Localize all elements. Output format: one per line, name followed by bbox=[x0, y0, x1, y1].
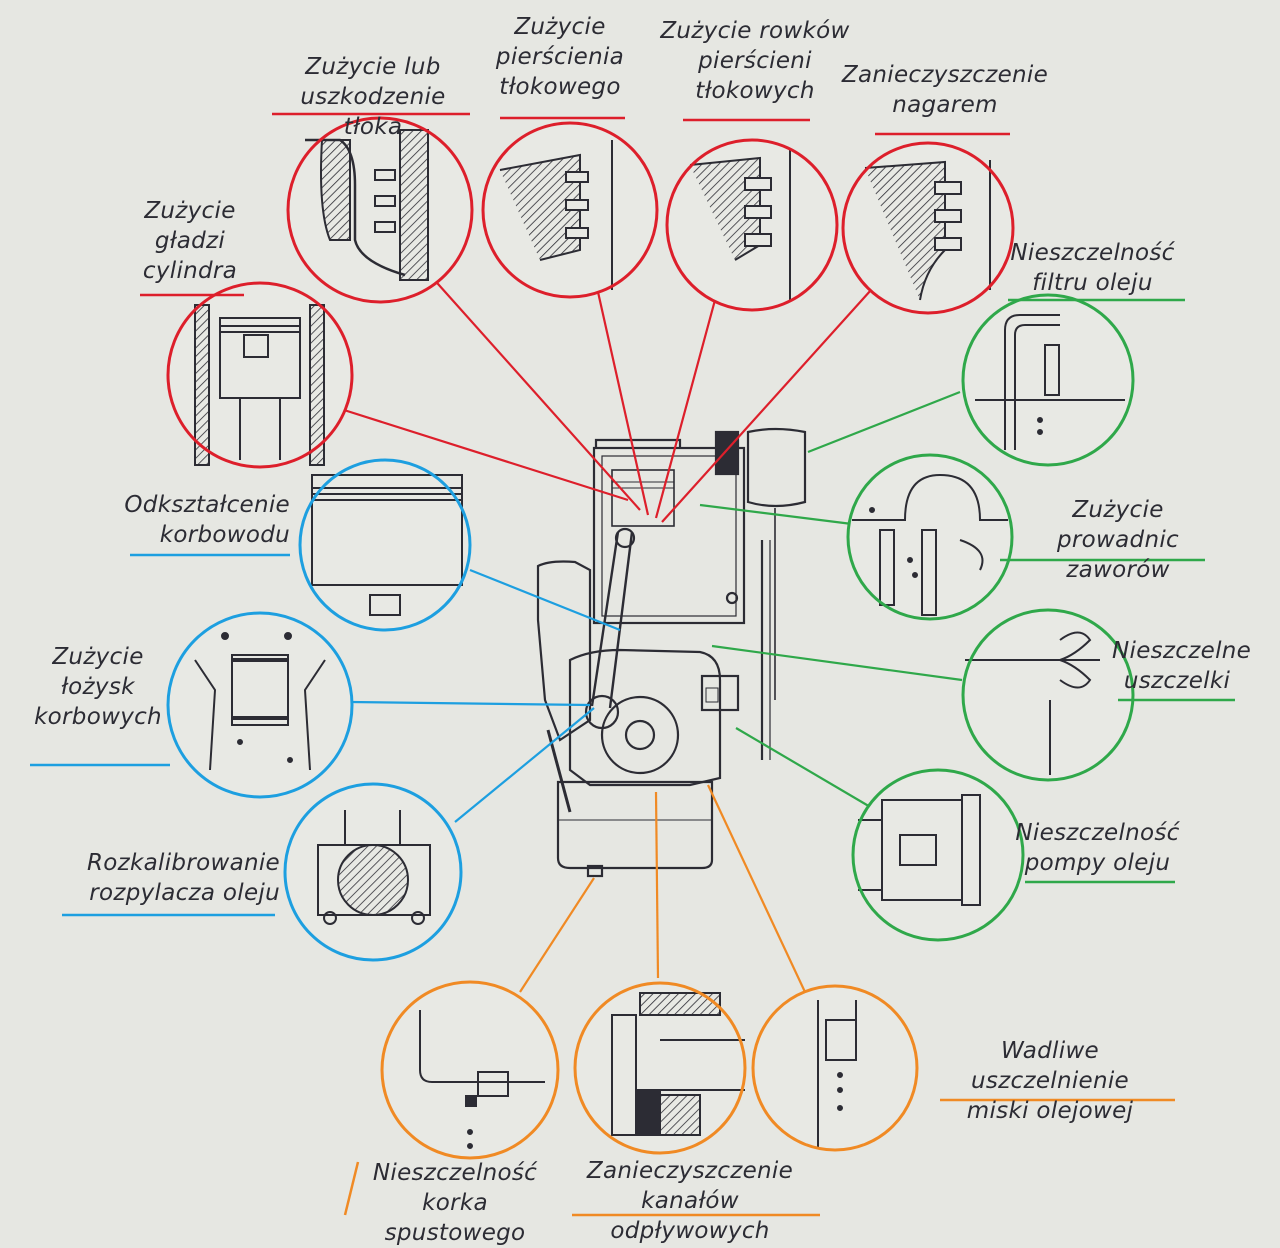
label-rod-deform: Odkształcenie korbowodu bbox=[124, 492, 290, 548]
label-gaskets: Nieszczelne uszczelki bbox=[1112, 638, 1252, 694]
label-sump-seal: Wadliwe uszczelnienie miski olejowej bbox=[966, 1038, 1134, 1124]
detail-oil-pump bbox=[851, 768, 1025, 942]
detail-cylinder-wear bbox=[166, 281, 354, 469]
detail-nozzle bbox=[283, 782, 463, 962]
diagram: Zużycie lub uszkodzenie tłoka Zużycie pi… bbox=[30, 14, 1252, 1246]
label-groove-wear: Zużycie rowków pierścieni tłokowych bbox=[660, 18, 850, 104]
label-cylinder-wear: Zużycie gładzi cylindra bbox=[142, 198, 238, 284]
detail-piston-damage bbox=[286, 116, 474, 304]
label-oil-pump: Nieszczelność pompy oleju bbox=[1015, 820, 1180, 876]
engine-drawing bbox=[536, 427, 807, 878]
label-oil-filter: Nieszczelność filtru oleju bbox=[1010, 240, 1175, 296]
detail-drain-channels bbox=[573, 981, 747, 1155]
detail-oil-filter bbox=[961, 293, 1135, 467]
detail-groove-wear bbox=[665, 138, 839, 312]
detail-sump-seal bbox=[751, 984, 919, 1152]
detail-bearing-wear bbox=[166, 611, 354, 799]
detail-rod-deform bbox=[298, 458, 472, 632]
label-carbon: Zanieczyszczenie nagarem bbox=[841, 62, 1049, 118]
detail-drain-plug bbox=[380, 980, 560, 1160]
detail-valve-guide bbox=[846, 453, 1014, 621]
label-drain-channels: Zanieczyszczenie kanałów odpływowych bbox=[586, 1158, 794, 1244]
detail-gaskets bbox=[961, 608, 1135, 782]
label-ring-wear: Zużycie pierścienia tłokowego bbox=[495, 14, 625, 100]
diagram-drawing bbox=[30, 112, 1235, 1217]
label-bearing-wear: Zużycie łożysk korbowych bbox=[34, 644, 162, 730]
label-nozzle: Rozkalibrowanie rozpylacza oleju bbox=[87, 850, 280, 906]
label-drain-plug: Nieszczelność korka spustowego bbox=[372, 1160, 538, 1246]
label-valve-guide: Zużycie prowadnic zaworów bbox=[1057, 497, 1179, 583]
detail-carbon bbox=[841, 141, 1015, 315]
detail-ring-wear bbox=[481, 121, 659, 299]
label-piston-damage: Zużycie lub uszkodzenie tłoka bbox=[300, 54, 446, 140]
